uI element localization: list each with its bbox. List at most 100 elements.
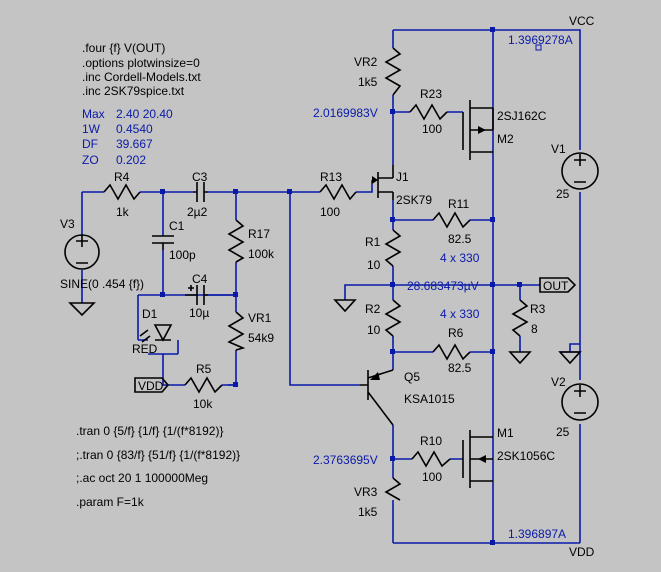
c1-capacitor[interactable] [152,235,174,250]
r23-value: 100 [422,122,442,136]
out-port [539,277,577,293]
c4-capacitor[interactable] [185,285,208,305]
r23-resistor[interactable] [409,103,448,121]
v1-value: 25 [556,187,570,201]
vr1-ref: VR1 [248,311,272,325]
options-directive: .options plotwinsize=0 [82,56,200,70]
m2-mosfet-symbol[interactable] [462,100,494,160]
vcc-net-label: VCC [569,14,595,28]
v3-value: SINE(0 .454 {f}) [60,277,144,291]
r6-ref: R6 [448,326,464,340]
vdd-port [134,377,170,393]
meas-zo-value: 0.202 [116,153,146,167]
q5-bjt[interactable] [360,369,394,426]
m2-ref: M2 [497,132,514,146]
v2-voltage-source[interactable] [561,383,599,421]
v1-ref: V1 [551,142,566,156]
d1-ref: D1 [142,307,158,321]
m2-value: 2SJ162C [497,109,547,123]
vr1-resistor[interactable] [227,311,246,351]
vr3-ref: VR3 [354,485,378,499]
vr3-voltage-readout: 2.3763695V [313,453,378,467]
component-labels: V1 25 V2 25 V3 SINE(0 .454 {f}) R4 1k C1… [60,55,570,519]
probe-marker [535,44,542,51]
meas-max-value: 2.40 20.40 [116,107,173,121]
vr2-resistor[interactable] [384,47,402,96]
j1-jfet[interactable] [372,165,394,200]
node-voltage-readouts: 1.3969278A 1.396897A 2.0169983V 2.376369… [313,33,573,541]
r17-ref: R17 [248,227,270,241]
tran-directive: .tran 0 {5/f} {1/f} {1/(f*8192)} [76,424,223,438]
r13-resistor[interactable] [319,183,357,201]
v2-value: 25 [556,425,570,439]
m1-ref: M1 [497,426,514,440]
r2-resistor[interactable] [384,299,402,337]
r11-note: 4 x 330 [440,251,480,265]
c3-capacitor[interactable] [193,182,208,202]
r11-resistor[interactable] [432,211,471,229]
m1-mosfet-symbol[interactable] [462,430,493,488]
r1-resistor[interactable] [384,229,402,267]
vdd-net-label: VDD [569,545,595,559]
v2-ref: V2 [551,375,566,389]
r2-value: 10 [367,323,381,337]
r6-resistor[interactable] [432,343,471,361]
include-directive-1: .inc Cordell-Models.txt [82,70,201,84]
spice-directives: .four {f} V(OUT) .options plotwinsize=0 … [76,41,240,509]
r17-value: 100k [248,247,275,261]
r3-resistor[interactable] [511,299,529,337]
four-directive: .four {f} V(OUT) [82,41,165,55]
q5-ref: Q5 [404,370,420,384]
meas-df-value: 39.667 [116,137,153,151]
r4-ref: R4 [114,170,130,184]
ac-directive-commented: ;.ac oct 20 1 100000Meg [76,471,208,485]
r1-ref: R1 [365,235,381,249]
d1-led[interactable] [139,324,173,343]
vr3-resistor[interactable] [384,477,402,501]
vr2-ref: VR2 [354,55,378,69]
r10-ref: R10 [420,434,442,448]
c4-ref: C4 [192,272,208,286]
v3-voltage-source[interactable] [64,234,100,270]
meas-1w-label: 1W [82,122,101,136]
out-voltage-readout: 28.683473µV [407,279,479,293]
vr2-voltage-readout: 2.0169983V [313,106,378,120]
meas-df-label: DF [82,137,98,151]
r10-resistor[interactable] [411,450,451,468]
j1-value: 2SK79 [396,193,432,207]
r1-value: 10 [367,258,381,272]
r4-value: 1k [116,205,130,219]
param-directive: .param F=1k [76,495,145,509]
r17-resistor[interactable] [227,219,245,263]
net-labels: VCC VDD VDD OUT [138,14,595,559]
j1-ref: J1 [396,170,409,184]
junction-dots [160,27,522,545]
r23-ref: R23 [420,87,442,101]
vcc-current-readout: 1.3969278A [508,33,573,47]
r11-value: 82.5 [448,232,472,246]
meas-zo-label: ZO [82,153,99,167]
vr1-value: 54k9 [248,331,274,345]
r3-ref: R3 [530,302,546,316]
r2-ref: R2 [365,302,381,316]
c4-value: 10µ [189,306,209,320]
c3-value: 2µ2 [187,205,208,219]
vr2-value: 1k5 [358,75,378,89]
r4-resistor[interactable] [103,183,141,201]
r5-resistor[interactable] [184,376,223,394]
measurement-results: Max 2.40 20.40 1W 0.4540 DF 39.667 ZO 0.… [82,107,173,167]
v1-voltage-source[interactable] [561,152,599,190]
c1-value: 100p [169,248,196,262]
r13-value: 100 [320,205,340,219]
r6-note: 4 x 330 [440,307,480,321]
r11-ref: R11 [448,197,469,211]
r3-value: 8 [531,322,538,336]
r10-value: 100 [422,470,442,484]
vdd-current-readout: 1.396897A [508,527,566,541]
out-port-label: OUT [543,279,569,293]
r13-ref: R13 [320,170,342,184]
include-directive-2: .inc 2SK79spice.txt [82,84,185,98]
m1-value: 2SK1056C [497,449,555,463]
c3-ref: C3 [192,170,208,184]
